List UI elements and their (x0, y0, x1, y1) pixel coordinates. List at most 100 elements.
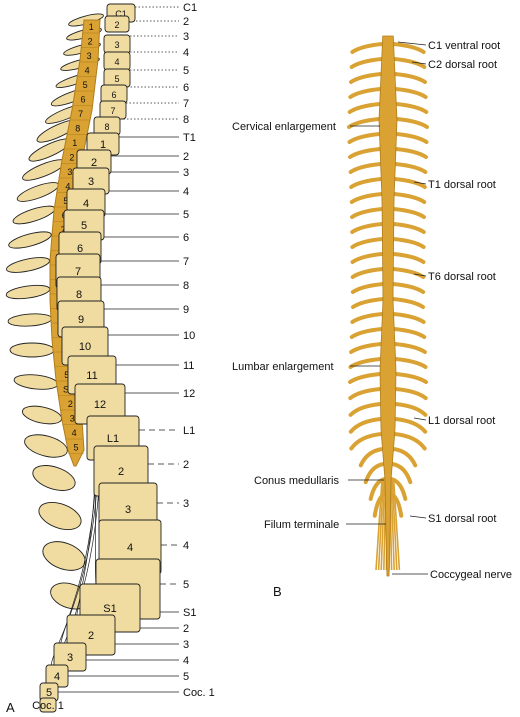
level-label: 12 (183, 388, 195, 400)
rib-process (13, 374, 59, 390)
nerve-root (348, 87, 383, 99)
nerve-root (349, 57, 384, 69)
level-label: 5 (183, 209, 189, 221)
cord-segment-label: 1 (89, 22, 94, 32)
rib-process (21, 405, 63, 425)
nerve-root (392, 327, 427, 339)
nerve-root (393, 417, 428, 434)
cord-segment-label: 5 (73, 443, 78, 453)
nerve-roots (347, 42, 429, 571)
c1-ventral-root-label: C1 ventral root (428, 40, 500, 52)
nerve-root (350, 252, 385, 264)
t1-dorsal-root-label: T1 dorsal root (428, 179, 496, 191)
vertebra-label: C1 (115, 9, 127, 19)
vertebra-label: 5 (46, 687, 52, 699)
rib-process (12, 205, 56, 225)
vertebra-label: L1 (107, 433, 119, 445)
vertebra-label: 3 (114, 40, 119, 50)
panel-b-label: B (273, 584, 282, 599)
pointer-line (413, 181, 427, 185)
cauda-equina-fiber (375, 479, 383, 571)
cauda-equina-fiber (390, 479, 395, 571)
nerve-root (350, 297, 385, 309)
level-label: 3 (183, 167, 189, 179)
nerve-root (393, 402, 428, 417)
nerve-root (392, 432, 427, 451)
level-label: C1 (183, 2, 197, 14)
nerve-root (363, 462, 386, 485)
nerve-root (391, 282, 426, 294)
level-label: 6 (183, 232, 189, 244)
nerve-root (349, 327, 384, 339)
level-label: 2 (183, 151, 189, 163)
cord-segment-label: 4 (72, 428, 77, 438)
rib-process (38, 501, 82, 531)
nerve-root (348, 402, 383, 417)
level-label: 3 (183, 498, 189, 510)
nerve-root (394, 102, 429, 114)
pointer-line (409, 515, 427, 519)
nerve-root (392, 72, 427, 84)
vertebra-label: 8 (76, 289, 82, 301)
cord-segment-label: 3 (70, 414, 75, 424)
level-label: 5 (183, 671, 189, 683)
nerve-root (348, 162, 383, 174)
cord-segment-label: 3 (87, 51, 92, 61)
nerve-root (391, 237, 426, 249)
vertebra-label: 5 (81, 220, 87, 232)
nerve-root (350, 42, 385, 54)
nerve-root (349, 432, 384, 451)
nerve-root (393, 147, 428, 159)
level-label: 4 (183, 540, 189, 552)
nerve-root (348, 387, 383, 401)
level-label: 4 (183, 186, 189, 198)
cord-segment-label: 6 (81, 95, 86, 105)
rib-process (5, 257, 51, 273)
cauda-equina-fiber (380, 479, 386, 571)
rib-process (32, 465, 76, 491)
rib-process (24, 434, 68, 458)
vertebra-label: 3 (88, 176, 94, 188)
cervical-enlargement-label: Cervical enlargement (232, 121, 336, 133)
cauda-equina-fiber (391, 479, 398, 571)
vertebra-label: 11 (86, 370, 97, 382)
vertebra-label: 2 (118, 466, 124, 478)
nerve-root (349, 177, 384, 189)
nerve-root (393, 87, 428, 99)
nerve-root (393, 387, 428, 401)
nerve-root (391, 222, 426, 234)
panel-b-labels: C1 ventral root C2 dorsal root Cervical … (232, 40, 512, 581)
t6-dorsal-root-label: T6 dorsal root (428, 271, 496, 283)
spinal-cord-body (378, 35, 398, 577)
nerve-root (390, 462, 413, 485)
vertebral-body (104, 15, 130, 33)
level-label: 7 (183, 256, 189, 268)
nerve-root (348, 372, 383, 384)
nerve-root (350, 267, 385, 279)
vertebra-label: 4 (127, 542, 133, 554)
pointer-line (411, 61, 427, 65)
conus-medullaris-label: Conus medullaris (254, 475, 339, 487)
lumbar-enlargement-label: Lumbar enlargement (232, 361, 334, 373)
c2-dorsal-root-label: C2 dorsal root (428, 59, 497, 71)
cauda-equina-fiber (377, 479, 385, 571)
vertebra-label: 3 (67, 652, 73, 664)
nerve-root (391, 297, 426, 309)
level-label: 4 (183, 655, 189, 667)
nerve-root (392, 342, 427, 354)
nerve-root (350, 207, 385, 219)
vertebra-label: 2 (114, 20, 119, 30)
vertebral-body (53, 642, 87, 672)
nerve-root (349, 342, 384, 354)
nerve-root (389, 477, 408, 501)
nerve-root (358, 447, 385, 468)
level-label: 7 (183, 98, 189, 110)
cord-segment-label: 5 (63, 196, 68, 206)
nerve-root (393, 372, 428, 384)
nerve-root (391, 42, 426, 54)
nerve-root (350, 222, 385, 234)
nerve-root (348, 147, 383, 159)
level-label: 9 (183, 304, 189, 316)
nerve-root (349, 72, 384, 84)
vertebral-body (39, 697, 57, 713)
